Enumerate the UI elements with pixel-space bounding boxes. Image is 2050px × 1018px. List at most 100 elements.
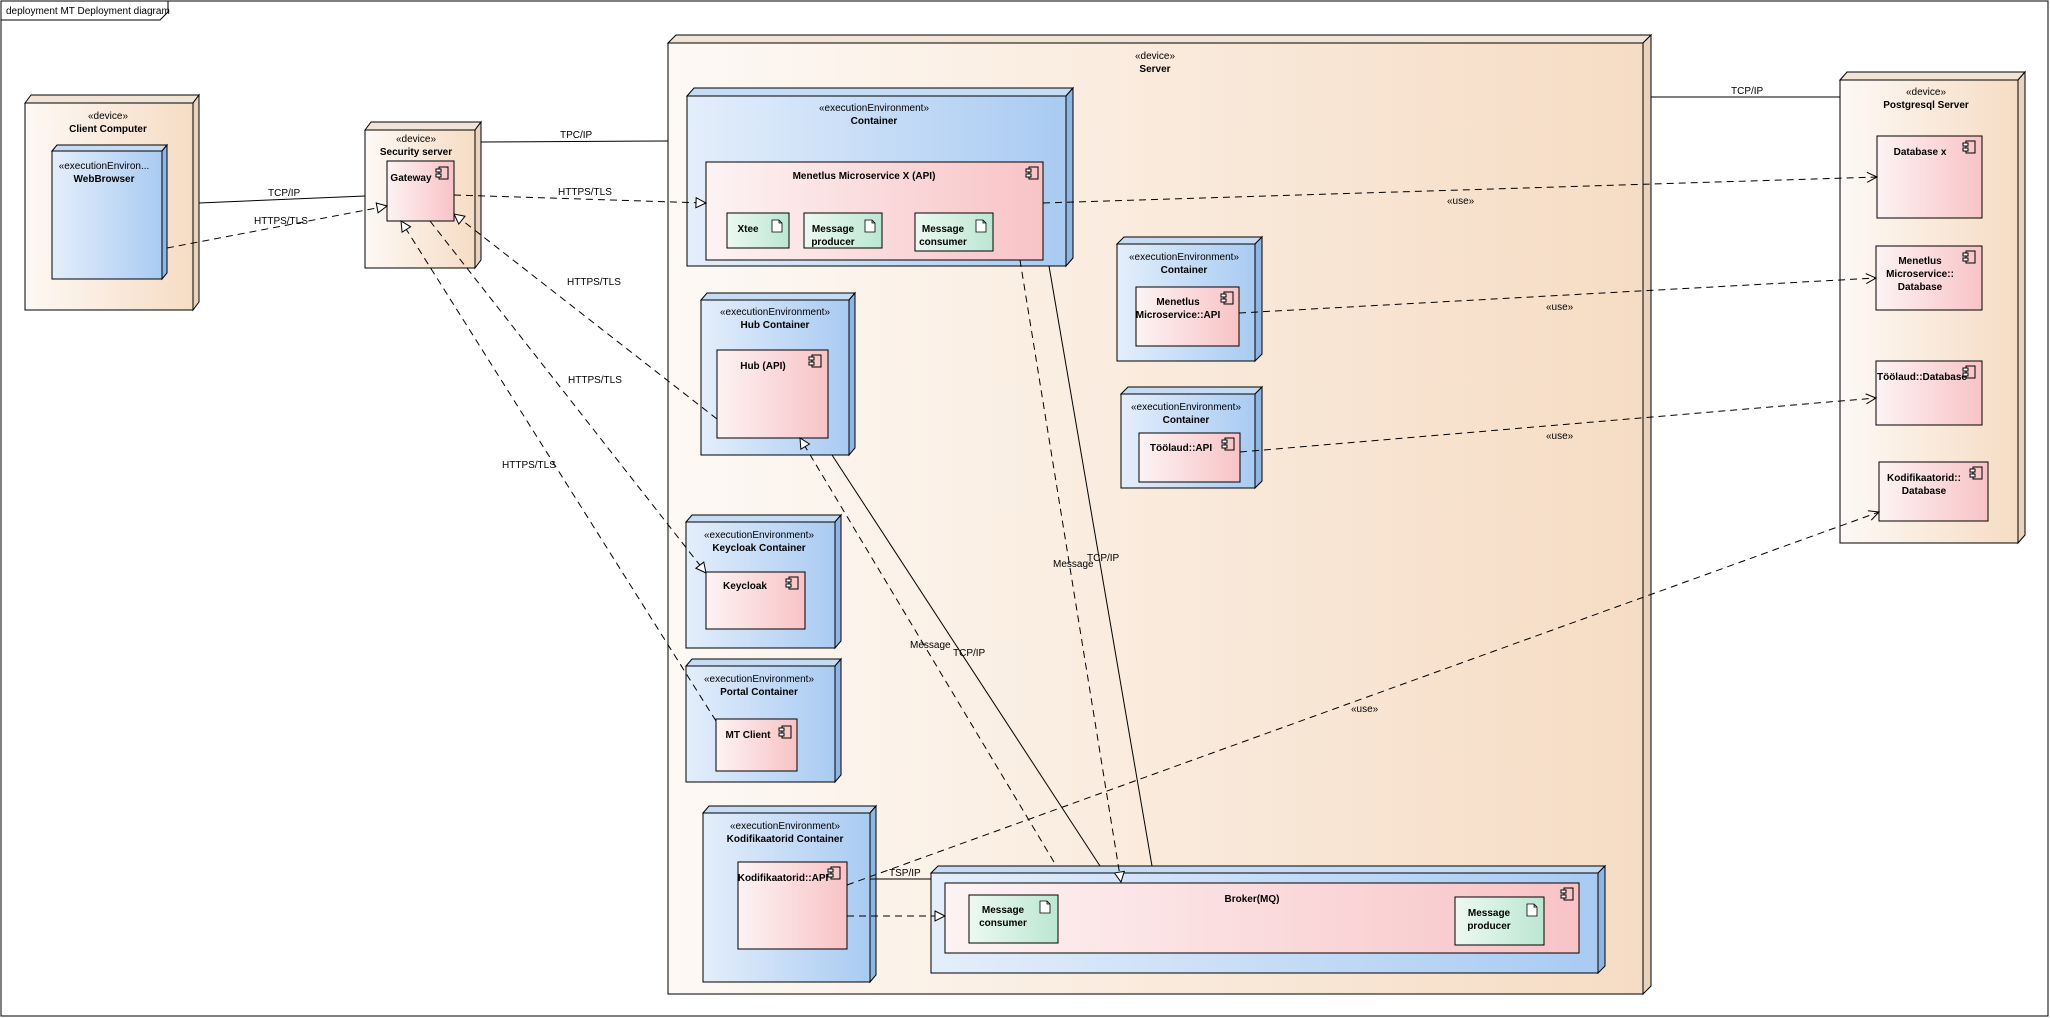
hub-broker-tcp-label: TCP/IP: [953, 648, 986, 659]
use-menetlus-db-label: «use»: [1546, 302, 1574, 313]
kodifikaatorid-api-component[interactable]: Kodifikaatorid::API: [737, 861, 848, 950]
mt-client-label: MT Client: [726, 730, 772, 741]
broker-producer-label-line2: producer: [1467, 921, 1510, 932]
keycloak-component[interactable]: Keycloak: [705, 571, 806, 630]
postgres-name: Postgresql Server: [1883, 100, 1969, 111]
client-security-tcp-label: TCP/IP: [268, 188, 301, 199]
component-icon: [1560, 887, 1574, 901]
browser-gateway-https-label: HTTPS/TLS: [254, 216, 308, 227]
client-name: Client Computer: [69, 124, 147, 135]
kodifikaatorid-database-component[interactable]: Kodifikaatorid:: Database: [1878, 461, 1989, 522]
gateway-menetlus-https-label: HTTPS/TLS: [558, 187, 612, 198]
hub-gateway-https-edge[interactable]: [454, 214, 718, 420]
component-icon: [778, 725, 792, 739]
client-security-tcp-path[interactable]: [198, 195, 366, 204]
database-x-component[interactable]: Database x: [1876, 135, 1983, 219]
menetlus-container-name: Container: [1161, 265, 1208, 276]
gateway-menetlus-https-edge[interactable]: [453, 194, 706, 203]
gateway-keycloak-https-edge[interactable]: [429, 220, 706, 573]
component-icon: [435, 166, 449, 180]
xtee-label: Xtee: [737, 224, 759, 235]
toolaud-api-db-use-edge[interactable]: [1239, 398, 1876, 453]
menetlus-api-label-line1: Menetlus: [1156, 297, 1200, 308]
consumer-label-line1: Message: [922, 224, 965, 235]
security-name: Security server: [380, 147, 452, 158]
client-stereotype: «device»: [88, 111, 128, 122]
toolaud-container-name: Container: [1163, 415, 1210, 426]
component-icon: [1220, 291, 1234, 305]
webbrowser-name: WebBrowser: [74, 174, 135, 185]
component-icon: [1969, 466, 1983, 480]
component-icon: [1962, 365, 1976, 379]
menetlus-db-label-line3: Database: [1898, 282, 1943, 293]
component-icon: [785, 576, 799, 590]
menetlus-api-component[interactable]: Menetlus Microservice::API: [1135, 286, 1240, 347]
gateway-label: Gateway: [390, 173, 432, 184]
menetlus-message-producer-artifact[interactable]: Message producer: [803, 212, 883, 249]
mtclient-gateway-https-edge[interactable]: [401, 221, 717, 722]
broker-hub-message-edge[interactable]: [800, 438, 1055, 863]
gateway-component[interactable]: Gateway: [386, 160, 455, 222]
toolaud-container-stereotype: «executionEnvironment»: [1131, 402, 1242, 413]
hub-broker-tcp-path[interactable]: [831, 454, 1101, 867]
mt-client-component[interactable]: MT Client: [715, 718, 798, 772]
keycloak-env-name: Keycloak Container: [712, 543, 805, 554]
broker-message-producer-artifact[interactable]: Message producer: [1454, 896, 1545, 946]
menetlus-db-label-line1: Menetlus: [1898, 256, 1942, 267]
menetlus-container-stereotype: «executionEnvironment»: [1129, 252, 1240, 263]
broker-consumer-label-line1: Message: [982, 905, 1025, 916]
security-server-tpc-label: TPC/IP: [560, 130, 593, 141]
producer-label-line1: Message: [812, 224, 855, 235]
mtclient-gateway-https-label: HTTPS/TLS: [502, 460, 556, 471]
toolaud-database-component[interactable]: Töölaud::Database: [1875, 360, 1983, 426]
component-icon: [1221, 437, 1235, 451]
component-icon: [1025, 166, 1039, 180]
document-icon: [1526, 903, 1538, 917]
kodif-broker-tsp-label: TSP/IP: [889, 868, 921, 879]
menetlus-broker-message-label: Message: [1053, 559, 1094, 570]
menetlus-broker-message-edge[interactable]: [1019, 259, 1121, 882]
document-icon: [771, 219, 783, 233]
component-icon: [1962, 250, 1976, 264]
document-icon: [975, 219, 987, 233]
component-icon: [1962, 140, 1976, 154]
portal-env-name: Portal Container: [720, 687, 798, 698]
hub-api-label: Hub (API): [740, 361, 786, 372]
server-stereotype: «device»: [1135, 51, 1175, 62]
document-icon: [1039, 900, 1051, 914]
hub-broker-message-label: Message: [910, 640, 951, 651]
menetlus-message-consumer-artifact[interactable]: Message consumer: [914, 212, 994, 252]
webbrowser-environment[interactable]: «executionEnviron... WebBrowser: [50, 143, 169, 281]
broker-consumer-label-line2: consumer: [979, 918, 1027, 929]
edge-labels: TCP/IP HTTPS/TLS TPC/IP HTTPS/TLS HTTPS/…: [254, 86, 1764, 879]
menetlus-api-db-use-edge[interactable]: [1238, 278, 1876, 314]
security-server-tpc-path[interactable]: [480, 140, 669, 143]
kodifikaatorid-api-label: Kodifikaatorid::API: [738, 873, 829, 884]
browser-gateway-https-edge[interactable]: [166, 206, 387, 249]
toolaud-api-component[interactable]: Töölaud::API: [1138, 432, 1241, 483]
main-container-name: Container: [851, 116, 898, 127]
server-postgres-tcp-label: TCP/IP: [1731, 86, 1764, 97]
broker-message-consumer-artifact[interactable]: Message consumer: [968, 894, 1059, 944]
hub-api-component[interactable]: Hub (API): [716, 349, 829, 439]
xtee-artifact[interactable]: Xtee: [726, 212, 790, 249]
postgres-stereotype: «device»: [1906, 87, 1946, 98]
menetlus-database-component[interactable]: Menetlus Microservice:: Database: [1875, 245, 1983, 311]
menetlus-x-label: Menetlus Microservice X (API): [793, 171, 936, 182]
hub-name: Hub Container: [741, 320, 810, 331]
frame-label: deployment MT Deployment diagram: [6, 6, 170, 17]
use-dbx-label: «use»: [1447, 196, 1475, 207]
use-toolaud-db-label: «use»: [1546, 431, 1574, 442]
component-icon: [808, 354, 822, 368]
gateway-keycloak-https-label: HTTPS/TLS: [568, 375, 622, 386]
hub-gateway-https-label: HTTPS/TLS: [567, 277, 621, 288]
broker-producer-label-line1: Message: [1468, 908, 1511, 919]
menetlus-api-label-line2: Microservice::API: [1136, 310, 1221, 321]
menetlus-broker-tcp-path[interactable]: [1048, 265, 1153, 867]
document-icon: [864, 219, 876, 233]
portal-stereotype: «executionEnvironment»: [704, 674, 815, 685]
kodif-api-db-use-edge[interactable]: [846, 512, 1879, 886]
server-name: Server: [1139, 64, 1170, 75]
use-kodif-db-label: «use»: [1351, 704, 1379, 715]
